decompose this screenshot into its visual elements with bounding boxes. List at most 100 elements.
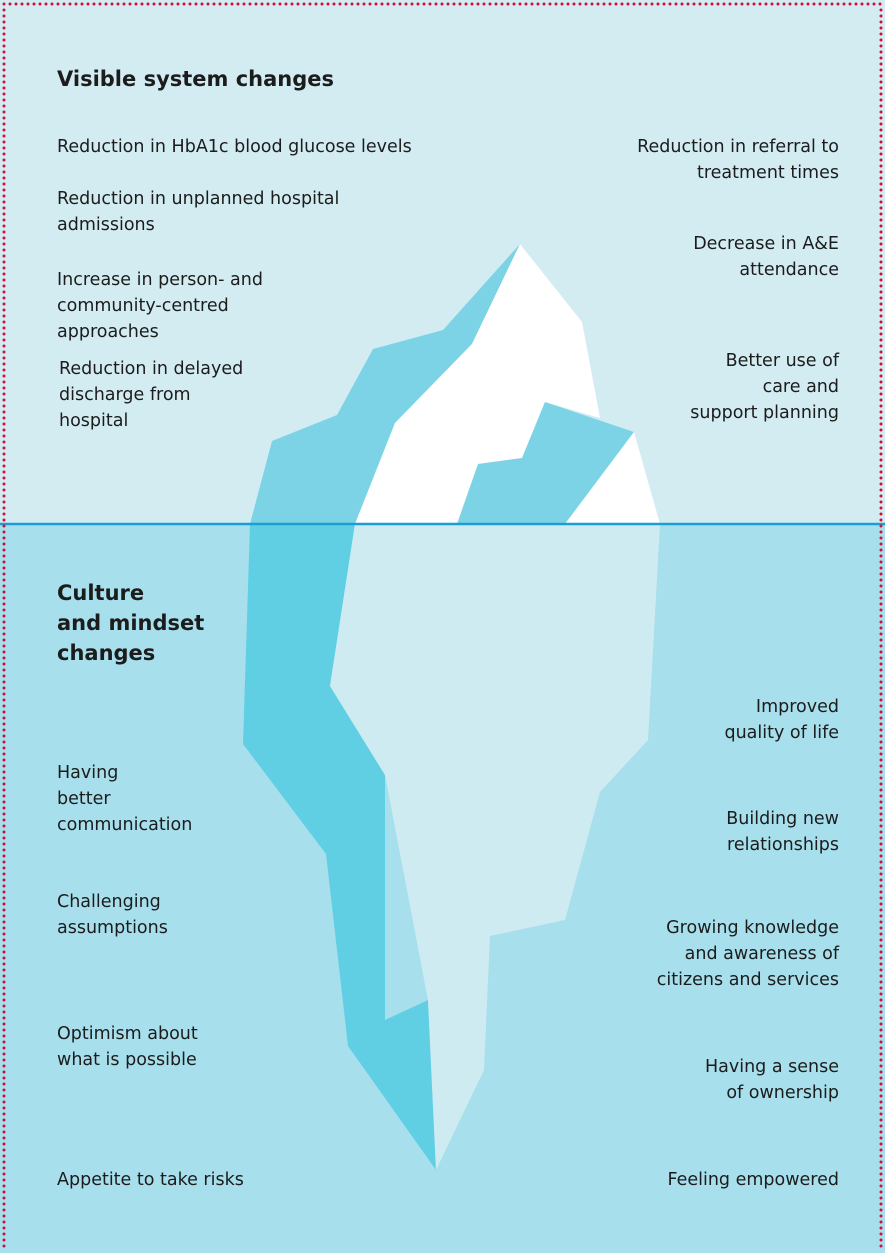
border-dot bbox=[879, 380, 883, 384]
border-dot bbox=[879, 308, 883, 312]
border-dot bbox=[2, 968, 6, 972]
border-dot bbox=[188, 2, 192, 6]
border-dot bbox=[2, 578, 6, 582]
border-dot bbox=[879, 770, 883, 774]
border-dot bbox=[2, 1106, 6, 1110]
border-dot bbox=[2, 218, 6, 222]
border-dot bbox=[308, 2, 312, 6]
border-dot bbox=[218, 2, 222, 6]
border-dot bbox=[2, 914, 6, 918]
border-dot bbox=[2, 416, 6, 420]
border-dot bbox=[2, 680, 6, 684]
border-dot bbox=[2, 860, 6, 864]
border-dot bbox=[879, 932, 883, 936]
border-dot bbox=[326, 2, 330, 6]
border-dot bbox=[614, 2, 618, 6]
border-dot bbox=[879, 776, 883, 780]
border-dot bbox=[152, 2, 156, 6]
border-dot bbox=[260, 2, 264, 6]
border-dot bbox=[2, 572, 6, 576]
border-dot bbox=[2, 476, 6, 480]
border-dot bbox=[2, 272, 6, 276]
border-dot bbox=[2, 362, 6, 366]
border-dot bbox=[266, 2, 270, 6]
border-dot bbox=[879, 998, 883, 1002]
border-dot bbox=[368, 2, 372, 6]
border-dot bbox=[164, 2, 168, 6]
border-dot bbox=[2, 824, 6, 828]
border-dot bbox=[2, 710, 6, 714]
border-dot bbox=[879, 548, 883, 552]
border-dot bbox=[350, 2, 354, 6]
border-dot bbox=[2, 134, 6, 138]
border-dot bbox=[878, 2, 882, 6]
border-dot bbox=[879, 434, 883, 438]
border-dot bbox=[2, 878, 6, 882]
border-dot bbox=[284, 2, 288, 6]
border-dot bbox=[879, 656, 883, 660]
culture-change-item: Improved quality of life bbox=[724, 697, 839, 743]
border-dot bbox=[182, 2, 186, 6]
border-dot bbox=[879, 530, 883, 534]
border-dot bbox=[879, 608, 883, 612]
border-dot bbox=[2, 374, 6, 378]
border-dot bbox=[428, 2, 432, 6]
border-dot bbox=[398, 2, 402, 6]
border-dot bbox=[242, 2, 246, 6]
border-dot bbox=[668, 2, 672, 6]
border-dot bbox=[879, 8, 883, 12]
border-dot bbox=[2, 1124, 6, 1128]
border-dot bbox=[879, 44, 883, 48]
border-dot bbox=[879, 362, 883, 366]
border-dot bbox=[879, 974, 883, 978]
iceberg-visible-white-face-right bbox=[565, 432, 660, 524]
border-dot bbox=[578, 2, 582, 6]
border-dot bbox=[380, 2, 384, 6]
border-dot bbox=[879, 272, 883, 276]
border-dot bbox=[650, 2, 654, 6]
border-dot bbox=[2, 278, 6, 282]
border-dot bbox=[879, 512, 883, 516]
border-dot bbox=[2, 668, 6, 672]
border-dot bbox=[879, 728, 883, 732]
border-dot bbox=[879, 746, 883, 750]
culture-change-item: Challenging assumptions bbox=[57, 892, 168, 938]
border-dot bbox=[56, 2, 60, 6]
border-dot bbox=[2, 902, 6, 906]
border-dot bbox=[879, 716, 883, 720]
border-dot bbox=[879, 122, 883, 126]
border-dot bbox=[879, 260, 883, 264]
border-dot bbox=[2, 644, 6, 648]
iceberg-visible-white-face bbox=[355, 244, 600, 524]
border-dot bbox=[879, 1106, 883, 1110]
border-dot bbox=[879, 872, 883, 876]
border-dot bbox=[2, 56, 6, 60]
border-dot bbox=[879, 1208, 883, 1212]
border-dot bbox=[2, 1214, 6, 1218]
border-dot bbox=[879, 1052, 883, 1056]
border-dot bbox=[2, 626, 6, 630]
border-dot bbox=[2, 1154, 6, 1158]
border-dot bbox=[2, 812, 6, 816]
border-dot bbox=[879, 1046, 883, 1050]
border-dot bbox=[879, 26, 883, 30]
border-dot bbox=[879, 950, 883, 954]
border-dot bbox=[2, 1178, 6, 1182]
border-dot bbox=[296, 2, 300, 6]
border-dot bbox=[434, 2, 438, 6]
border-dot bbox=[2, 1064, 6, 1068]
border-dot bbox=[879, 224, 883, 228]
border-dot bbox=[2, 470, 6, 474]
border-dot bbox=[2, 62, 6, 66]
border-dot bbox=[2, 548, 6, 552]
border-dot bbox=[2, 1220, 6, 1224]
border-dot bbox=[302, 2, 306, 6]
border-dot bbox=[879, 734, 883, 738]
border-dot bbox=[2, 932, 6, 936]
border-dot bbox=[2, 428, 6, 432]
border-dot bbox=[8, 2, 12, 6]
border-dot bbox=[656, 2, 660, 6]
border-dot bbox=[879, 38, 883, 42]
border-dot bbox=[2, 770, 6, 774]
border-dot bbox=[452, 2, 456, 6]
